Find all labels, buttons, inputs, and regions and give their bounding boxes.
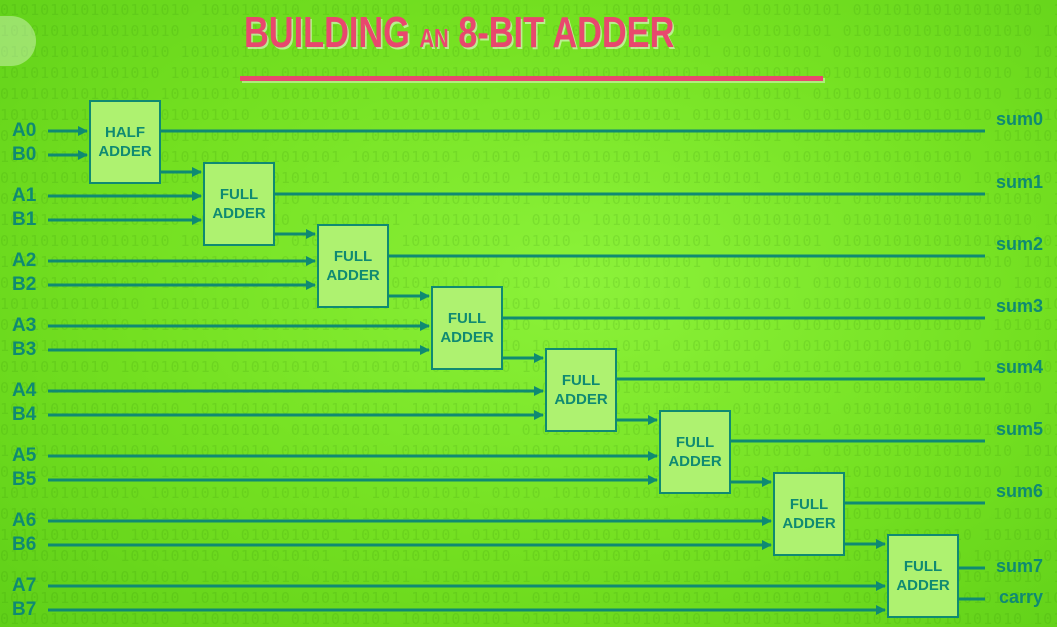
adder-label-line1: FULL bbox=[903, 558, 943, 575]
input-label-b7: B7 bbox=[12, 599, 37, 620]
output-label-carry: carry bbox=[998, 587, 1043, 607]
full-adder-box-2: FULL ADDER bbox=[317, 224, 389, 308]
adder-label-line1: FULL bbox=[333, 248, 373, 265]
title-part-building: BUILDING bbox=[244, 8, 410, 57]
adder-label-line1: FULL bbox=[219, 186, 259, 203]
input-label-b5: B5 bbox=[12, 469, 37, 490]
input-label-a1: A1 bbox=[12, 185, 37, 206]
title-underline bbox=[240, 76, 823, 81]
full-adder-box-3: FULL ADDER bbox=[431, 286, 503, 370]
adder-label-line2: ADDER bbox=[98, 143, 152, 160]
input-label-a7: A7 bbox=[12, 575, 37, 596]
adder-label-line2: ADDER bbox=[440, 329, 494, 346]
output-label-sum6: sum6 bbox=[995, 481, 1043, 501]
full-adder-box-7: FULL ADDER bbox=[887, 534, 959, 618]
output-label-sum5: sum5 bbox=[995, 419, 1043, 439]
full-adder-box-1: FULL ADDER bbox=[203, 162, 275, 246]
input-label-b0: B0 bbox=[12, 144, 37, 165]
adder-label-line1: FULL bbox=[789, 496, 829, 513]
adder-label-line1: FULL bbox=[675, 434, 715, 451]
output-label-sum1: sum1 bbox=[995, 172, 1043, 192]
output-label-sum7: sum7 bbox=[995, 556, 1043, 576]
output-label-sum0: sum0 bbox=[995, 109, 1043, 129]
input-label-b3: B3 bbox=[12, 339, 37, 360]
output-label-sum3: sum3 bbox=[995, 296, 1043, 316]
adder-label-line2: ADDER bbox=[326, 267, 380, 284]
input-label-a3: A3 bbox=[12, 315, 37, 336]
input-label-a6: A6 bbox=[12, 510, 37, 531]
input-label-a0: A0 bbox=[12, 120, 37, 141]
input-label-b1: B1 bbox=[12, 209, 37, 230]
adder-label-line1: FULL bbox=[561, 372, 601, 389]
output-label-sum2: sum2 bbox=[995, 234, 1043, 254]
adder-label-line1: FULL bbox=[447, 310, 487, 327]
full-adder-box-4: FULL ADDER bbox=[545, 348, 617, 432]
half-adder-box: HALF ADDER bbox=[89, 100, 161, 184]
full-adder-box-5: FULL ADDER bbox=[659, 410, 731, 494]
full-adder-box-6: FULL ADDER bbox=[773, 472, 845, 556]
adder-label-line1: HALF bbox=[105, 124, 145, 141]
input-label-b6: B6 bbox=[12, 534, 37, 555]
adder-label-line2: ADDER bbox=[782, 515, 836, 532]
adder-label-line2: ADDER bbox=[554, 391, 608, 408]
adder-label-line2: ADDER bbox=[212, 205, 266, 222]
adder-label-line2: ADDER bbox=[668, 453, 722, 470]
page-title: BUILDING AN 8-BIT ADDER bbox=[244, 8, 674, 58]
title-part-an: AN bbox=[419, 23, 449, 53]
input-label-a5: A5 bbox=[12, 445, 37, 466]
adder-label-line2: ADDER bbox=[896, 577, 950, 594]
input-label-a2: A2 bbox=[12, 250, 37, 271]
input-label-a4: A4 bbox=[12, 380, 37, 401]
output-label-sum4: sum4 bbox=[995, 357, 1043, 377]
title-part-adder: 8-BIT ADDER bbox=[458, 8, 675, 57]
input-label-b4: B4 bbox=[12, 404, 37, 425]
input-label-b2: B2 bbox=[12, 274, 37, 295]
